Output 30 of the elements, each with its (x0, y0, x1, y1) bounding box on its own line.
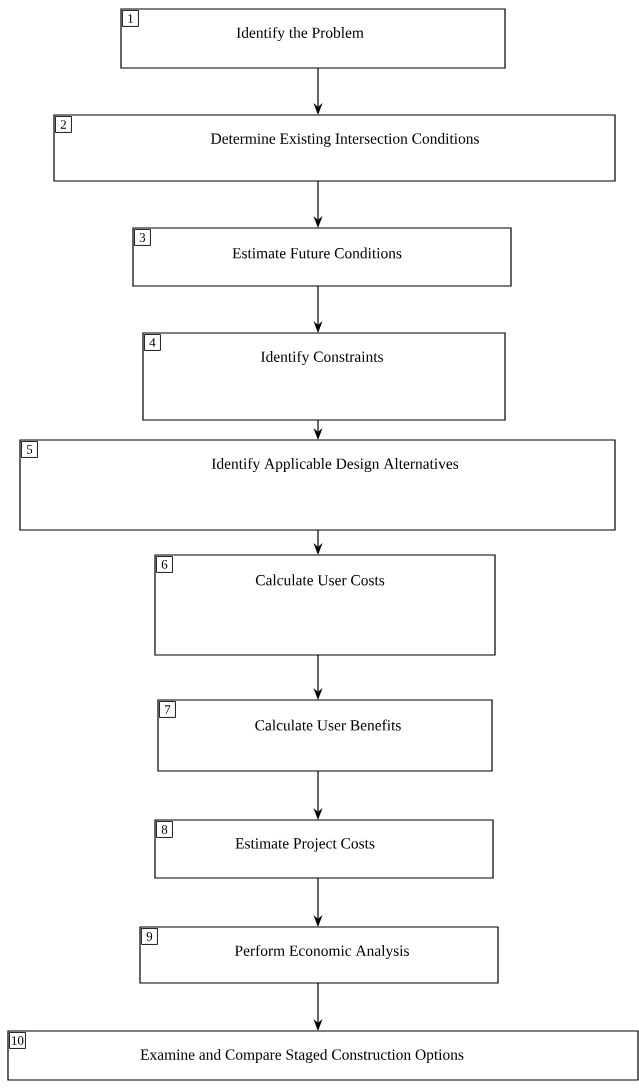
step-title: Identify the Problem (236, 26, 364, 42)
step-number: 8 (156, 821, 173, 838)
step-title: Identify Applicable Design Alternatives (211, 457, 459, 473)
step-title: Determine Existing Intersection Conditions (211, 132, 479, 147)
step-title: Estimate Future Conditions (232, 247, 402, 259)
process-box (19, 439, 616, 531)
step-title: Examine and Compare Staged Construction Options (140, 1048, 464, 1063)
step-title: Estimate Project Costs (235, 838, 375, 852)
step-number: 5 (21, 441, 38, 458)
step-number: 6 (156, 556, 173, 573)
step-number: 4 (144, 334, 161, 351)
step-number: 7 (159, 701, 176, 718)
process-box (154, 819, 494, 879)
process-box (142, 332, 506, 421)
process-box (7, 1030, 639, 1081)
step-title: Perform Economic Analysis (234, 944, 409, 960)
process-box (132, 227, 512, 287)
step-number: 3 (134, 229, 151, 246)
process-box (157, 699, 493, 772)
step-title: Identify Constraints (261, 350, 383, 366)
process-box (154, 554, 496, 656)
process-box (139, 926, 499, 984)
process-box (53, 114, 616, 182)
step-number: 2 (55, 116, 72, 133)
step-title: Calculate User Benefits (255, 719, 401, 731)
step-number: 1 (122, 10, 139, 27)
process-box (120, 8, 506, 69)
step-title: Calculate User Costs (255, 574, 385, 586)
step-number: 10 (9, 1032, 26, 1049)
step-number: 9 (141, 928, 158, 945)
